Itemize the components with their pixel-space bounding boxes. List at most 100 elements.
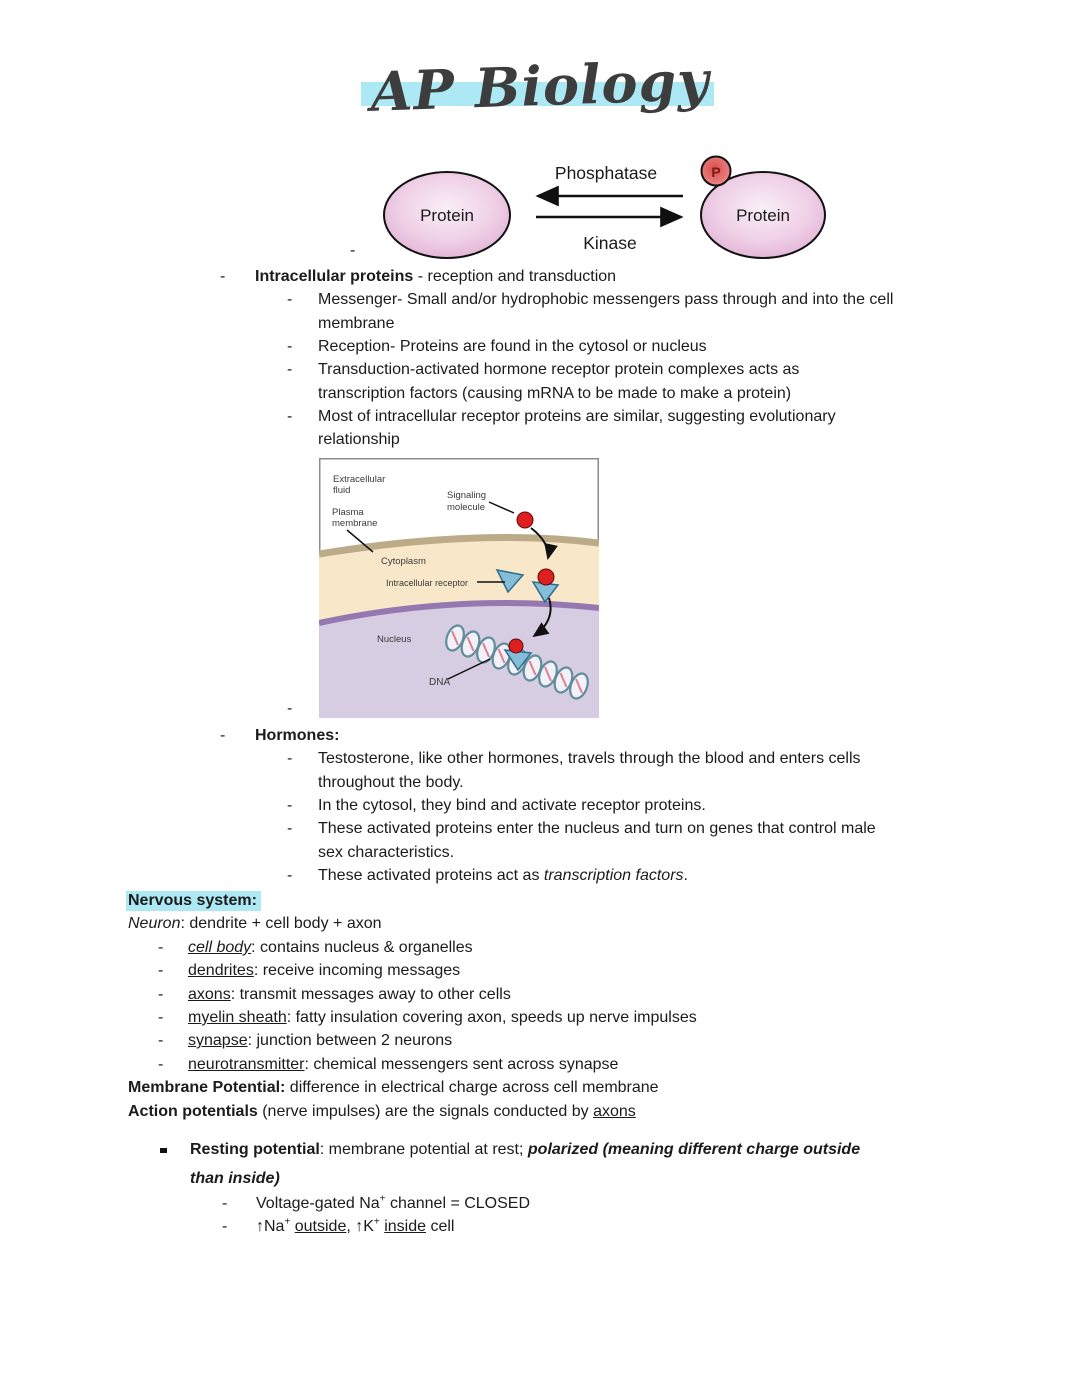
note-text: Intracellular proteins - reception and t… (255, 268, 617, 285)
note-line: - ↑Na+ outside, ↑K+ inside cell (0, 1216, 1080, 1239)
note-line: - cell body: contains nucleus & organell… (0, 939, 1080, 960)
bullet-dash: - (287, 408, 293, 425)
note-text: Voltage-gated Na+ channel = CLOSED (256, 1193, 531, 1212)
dna-label-line (447, 658, 491, 680)
note-line: - These activated proteins act as transc… (0, 867, 1080, 888)
note-line: relationship (0, 431, 1080, 452)
signaling-label-line (488, 501, 515, 514)
note-line: - Hormones: (0, 727, 1080, 748)
note-text: membrane (318, 315, 395, 332)
signaling-molecule-label2: molecule (447, 502, 485, 513)
protein-left-label: Protein (420, 206, 474, 225)
note-line: Resting potential: membrane potential at… (0, 1141, 1080, 1162)
note-text: transcription factors (causing mRNA to b… (318, 385, 792, 402)
square-bullet (160, 1148, 167, 1153)
note-line: membrane (0, 315, 1080, 336)
note-text: myelin sheath: fatty insulation covering… (188, 1009, 697, 1026)
bullet-dash: - (350, 242, 356, 259)
intracellular-receptor-label: Intracellular receptor (386, 578, 468, 588)
kinase-label: Kinase (583, 233, 637, 253)
bullet-dash: - (220, 727, 226, 744)
note-line: - Intracellular proteins - reception and… (0, 268, 1080, 289)
note-line: sex characteristics. (0, 844, 1080, 865)
note-text: dendrites: receive incoming messages (188, 962, 461, 979)
note-line: - myelin sheath: fatty insulation coveri… (0, 1009, 1080, 1030)
superscript-plus: + (284, 1216, 291, 1228)
note-text: These activated proteins enter the nucle… (318, 820, 876, 837)
note-line: - Voltage-gated Na+ channel = CLOSED (0, 1193, 1080, 1216)
signaling-molecule-dna-dot (508, 638, 524, 654)
note-text: Neuron: dendrite + cell body + axon (128, 915, 382, 932)
signaling-molecule-dot (516, 511, 534, 529)
plasma-label-line (346, 529, 374, 553)
intracellular-receptor-shape (495, 568, 525, 594)
note-text: neurotransmitter: chemical messengers se… (188, 1056, 619, 1073)
nucleus-region (319, 603, 599, 718)
note-line: Neuron: dendrite + cell body + axon (0, 915, 1080, 936)
nuclear-envelope-band (319, 600, 599, 626)
bullet-dash: - (158, 1056, 164, 1073)
note-line: - In the cytosol, they bind and activate… (0, 797, 1080, 818)
plasma-membrane-label2: membrane (332, 518, 377, 529)
note-line: transcription factors (causing mRNA to b… (0, 385, 1080, 406)
note-line: - Most of intracellular receptor protein… (0, 408, 1080, 429)
extracellular-fluid-label: Extracellular (333, 474, 385, 485)
bullet-dash: - (287, 750, 293, 767)
cytoplasm-label: Cytoplasm (381, 556, 426, 567)
note-text: Hormones: (255, 727, 340, 744)
section-heading: Nervous system: (0, 891, 1080, 913)
note-line: - synapse: junction between 2 neurons (0, 1032, 1080, 1053)
note-text: Testosterone, like other hormones, trave… (318, 750, 861, 767)
note-text: Transduction-activated hormone receptor … (318, 361, 800, 378)
phosphorylation-diagram: Protein Protein P Phosphatase Kinase (383, 155, 826, 259)
page-title: AP Biology (369, 48, 711, 124)
bullet-dash: - (158, 986, 164, 1003)
phosphatase-label: Phosphatase (555, 163, 657, 183)
note-text: cell body: contains nucleus & organelles (188, 939, 473, 956)
signaling-molecule-label: Signaling (447, 490, 486, 501)
bullet-dash: - (287, 867, 293, 884)
note-text: Nervous system: (126, 891, 261, 911)
bullet-dash: - (220, 268, 226, 285)
note-text: These activated proteins act as transcri… (318, 867, 688, 884)
note-line: throughout the body. (0, 774, 1080, 795)
note-text: ↑Na+ outside, ↑K+ inside cell (256, 1216, 455, 1235)
note-text: than inside) (190, 1170, 280, 1187)
note-line: Action potentials (nerve impulses) are t… (0, 1103, 1080, 1124)
note-text: Membrane Potential: difference in electr… (128, 1079, 659, 1096)
nucleus-label: Nucleus (377, 634, 412, 645)
note-line: - Messenger- Small and/or hydrophobic me… (0, 291, 1080, 312)
bullet-dash: - (158, 1032, 164, 1049)
to-nucleus-arrow (532, 597, 552, 638)
bullet-dash: - (287, 700, 293, 717)
bullet-dash: - (222, 1218, 228, 1235)
note-line: - Testosterone, like other hormones, tra… (0, 750, 1080, 771)
note-line: - Transduction-activated hormone recepto… (0, 361, 1080, 382)
bullet-dash: - (158, 962, 164, 979)
dna-label: DNA (429, 677, 450, 688)
note-line: Membrane Potential: difference in electr… (0, 1079, 1080, 1100)
phosphate-label: P (711, 164, 720, 180)
signaling-molecule-bound-dot (537, 568, 555, 586)
note-text: Reception- Proteins are found in the cyt… (318, 338, 707, 355)
protein-right-label: Protein (736, 206, 790, 225)
extracellular-fluid-label2: fluid (333, 485, 350, 496)
superscript-plus: + (373, 1216, 380, 1228)
plasma-membrane-label: Plasma (332, 507, 364, 518)
note-text: throughout the body. (318, 774, 464, 791)
note-line: - Reception- Proteins are found in the c… (0, 338, 1080, 359)
title-highlight-bar (361, 82, 714, 106)
signal-entry-arrow (530, 527, 558, 560)
bullet-dash: - (158, 1009, 164, 1026)
intracellular-receptor-figure: Extracellular fluid Plasma membrane Sign… (319, 458, 599, 718)
note-line: - axons: transmit messages away to other… (0, 986, 1080, 1007)
bullet-dash: - (287, 820, 293, 837)
note-text: Action potentials (nerve impulses) are t… (128, 1103, 636, 1120)
bullet-dash: - (287, 338, 293, 355)
bullet-dash: - (287, 291, 293, 308)
nervous-system-heading: Nervous system: (126, 891, 261, 911)
bullet-dash: - (158, 939, 164, 956)
plasma-membrane-band (319, 534, 599, 558)
note-text: In the cytosol, they bind and activate r… (318, 797, 706, 814)
